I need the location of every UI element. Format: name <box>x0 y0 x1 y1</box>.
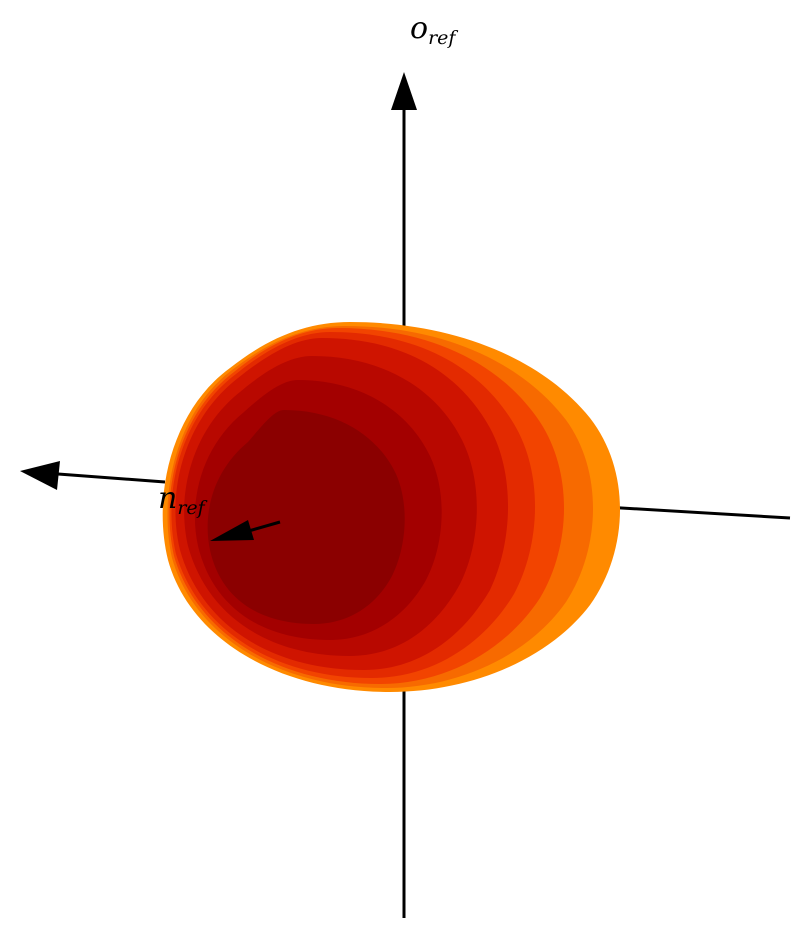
depth-axis-label: nref <box>158 481 208 519</box>
vertical-axis-label-main: o <box>410 11 428 46</box>
surface-band-8 <box>207 410 405 624</box>
vertical-axis-label-sub: ref <box>428 27 458 49</box>
horizontal-axis-left <box>57 472 166 484</box>
depth-axis-arrowhead <box>210 520 254 541</box>
horizontal-axis-arrowhead <box>20 461 60 490</box>
vertical-axis-label: oref <box>410 11 458 49</box>
vertical-axis-arrowhead <box>391 72 417 110</box>
depth-axis-label-main: n <box>158 481 177 516</box>
radiation-surface <box>162 322 621 692</box>
depth-axis-label-sub: ref <box>177 497 207 519</box>
horizontal-axis-right <box>604 505 791 520</box>
